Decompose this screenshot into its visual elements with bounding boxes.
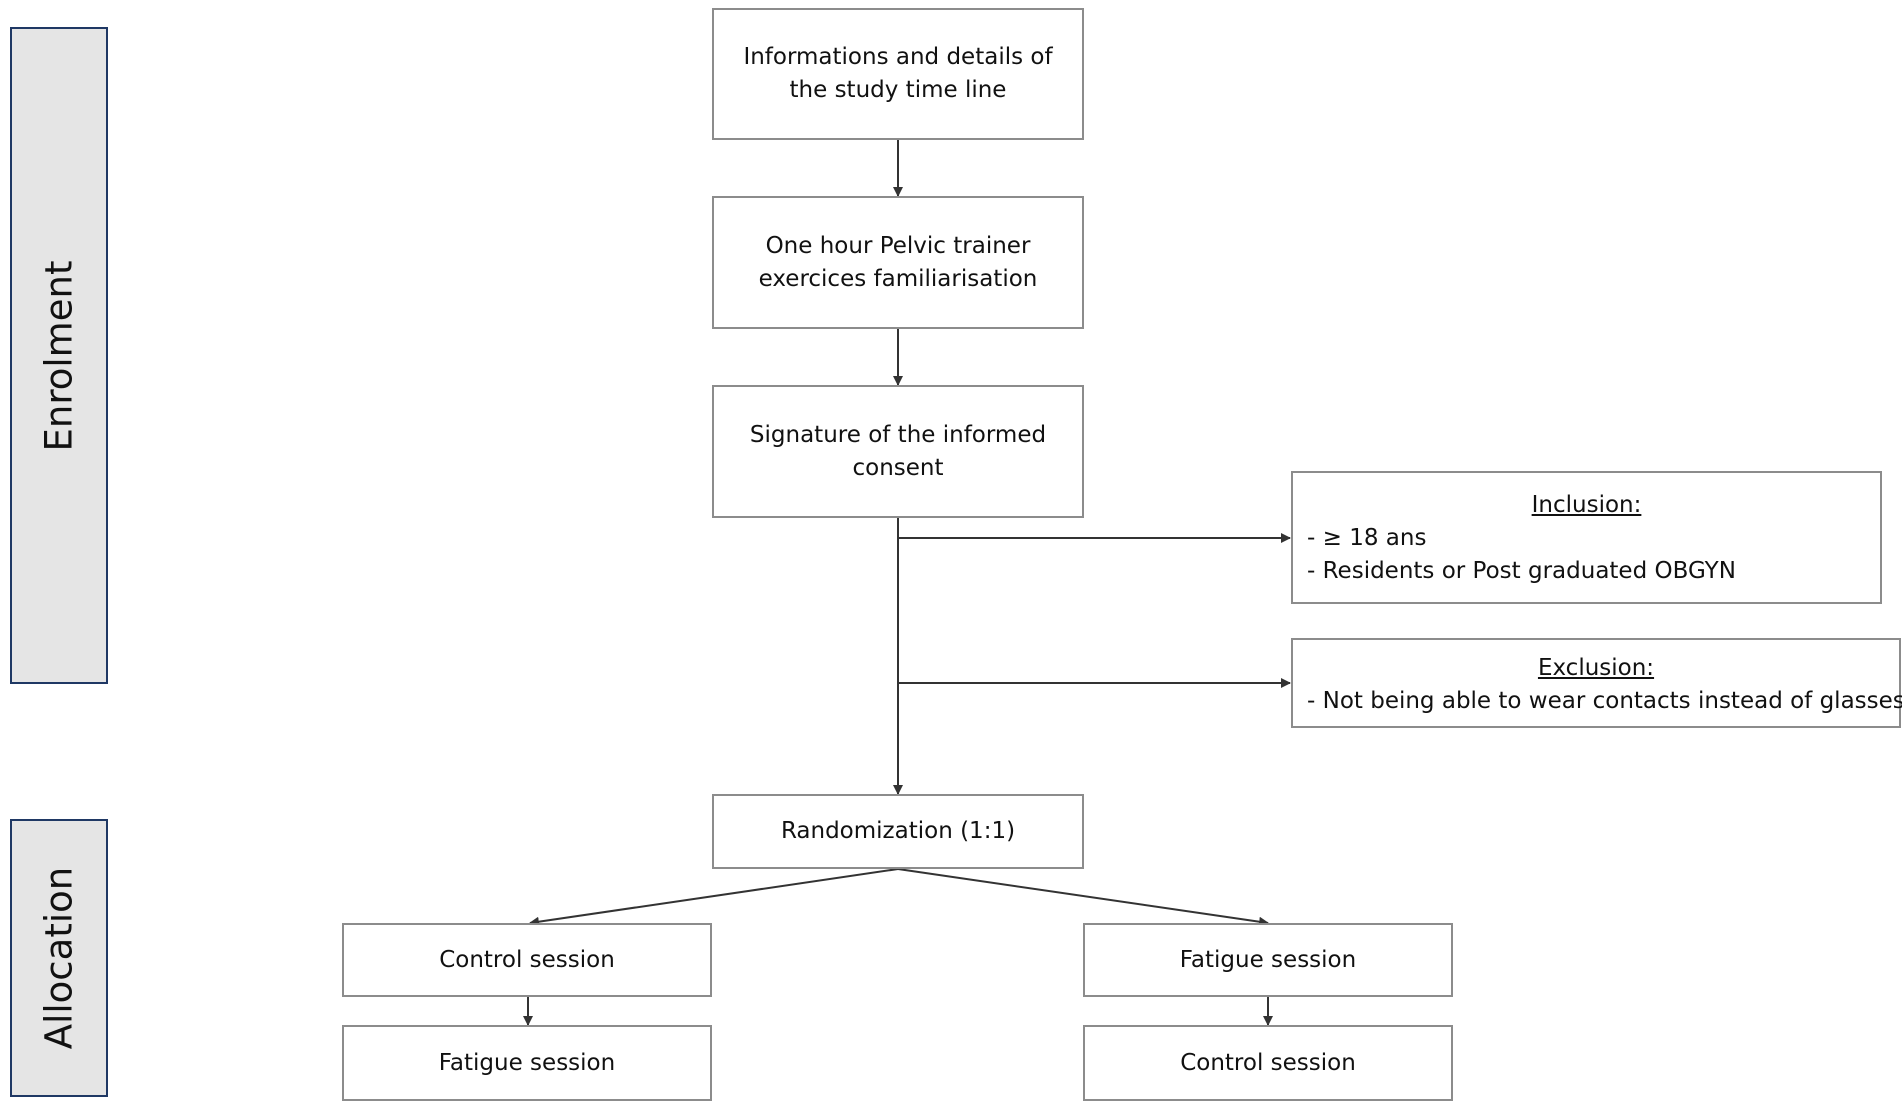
box-left-arm-second-session: Fatigue session [342, 1025, 712, 1101]
box-informed-consent: Signature of the informed consent [712, 385, 1084, 518]
stage-enrolment-label: Enrolment [37, 260, 81, 451]
box-informed-consent-text: Signature of the informed consent [749, 421, 1047, 481]
inclusion-item: - Residents or Post graduated OBGYN [1307, 558, 1736, 584]
box-familiarisation-text: One hour Pelvic trainer exercices famili… [758, 232, 1038, 292]
left-arm-second-session-text: Fatigue session [438, 1049, 616, 1076]
inclusion-title: Inclusion: [1531, 492, 1642, 518]
inclusion-item: - ≥ 18 ans [1307, 525, 1427, 551]
box-study-information-text: Informations and details of the study ti… [743, 44, 1053, 103]
arrow-randomization-to-left-arm [529, 868, 899, 927]
stage-allocation-label: Allocation [37, 866, 81, 1050]
exclusion-title: Exclusion: [1537, 655, 1655, 681]
exclusion-item: - Not being able to wear contacts instea… [1307, 688, 1902, 714]
stage-enrolment: Enrolment [10, 27, 108, 684]
right-arm-second-session-text: Control session [1180, 1049, 1356, 1076]
box-familiarisation: One hour Pelvic trainer exercices famili… [712, 196, 1084, 329]
box-right-arm-second-session: Control session [1083, 1025, 1453, 1101]
box-exclusion-criteria: Exclusion: - Not being able to wear cont… [1291, 638, 1902, 728]
box-right-arm-first-session: Fatigue session [1083, 923, 1453, 997]
box-randomization: Randomization (1:1) [712, 794, 1084, 869]
box-left-arm-first-session: Control session [342, 923, 712, 997]
arrow-randomization-to-right-arm [897, 868, 1269, 927]
left-arm-first-session-text: Control session [439, 946, 615, 973]
right-arm-first-session-text: Fatigue session [1179, 946, 1357, 973]
box-randomization-text: Randomization (1:1) [780, 818, 1016, 844]
box-study-information: Informations and details of the study ti… [712, 8, 1084, 140]
stage-allocation: Allocation [10, 819, 108, 1097]
box-inclusion-criteria: Inclusion: - ≥ 18 ans - Residents or Pos… [1291, 471, 1882, 604]
